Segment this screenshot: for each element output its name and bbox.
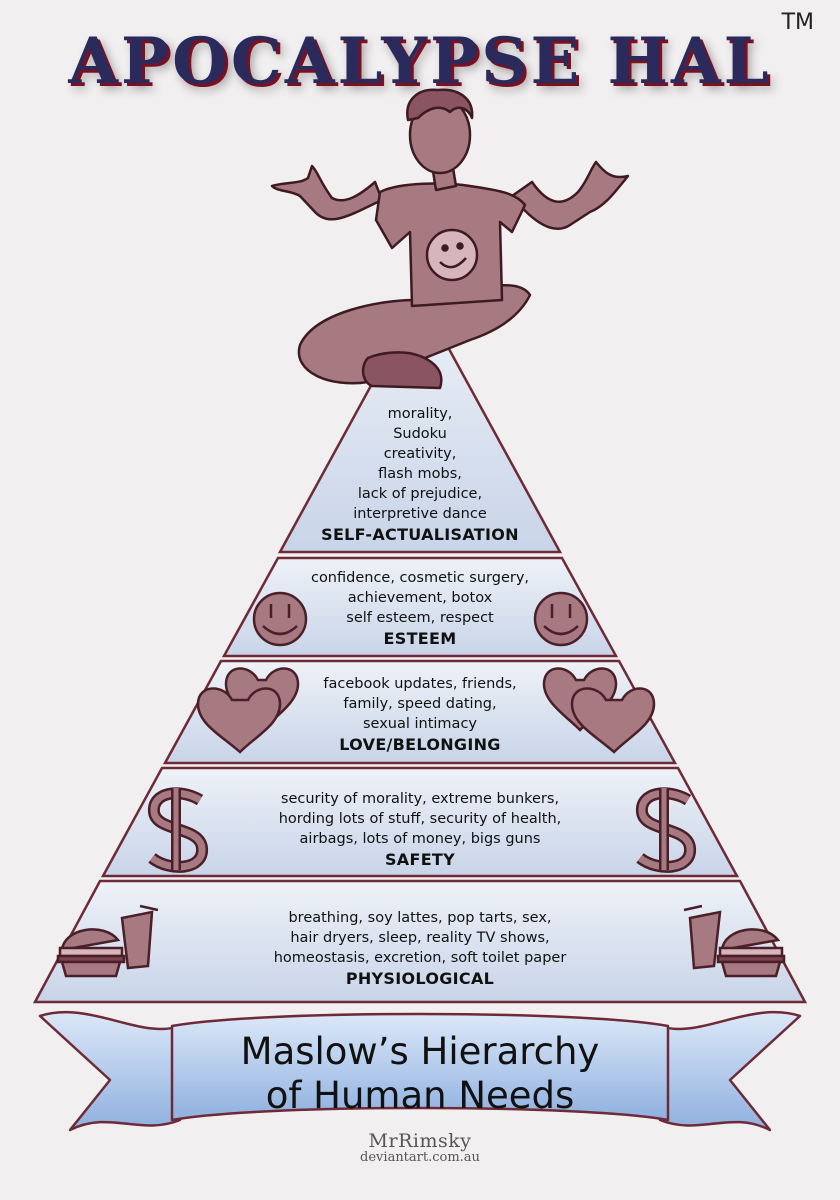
tier-line: morality, xyxy=(387,406,453,422)
artist-credit: MrRimsky deviantart.com.au xyxy=(330,1130,510,1165)
artist-name: MrRimsky xyxy=(368,1130,472,1152)
tier-line: confidence, cosmetic surgery, xyxy=(310,570,530,586)
tier-line: security of morality, extreme bunkers, xyxy=(280,791,560,807)
title-block: APOCALYPSE HAL TM xyxy=(20,10,820,108)
ribbon-left-tail xyxy=(38,1010,182,1132)
tier-line: airbags, lots of money, bigs guns xyxy=(299,831,541,847)
pyramid xyxy=(32,293,808,1004)
tier-label: SAFETY xyxy=(384,850,456,869)
ribbon-main xyxy=(170,1012,670,1122)
banner-line-1: Maslow’s Hierarchy xyxy=(240,1030,600,1073)
ribbon-right-tail xyxy=(658,1010,802,1132)
tier-line: flash mobs, xyxy=(378,466,462,482)
tier-line: breathing, soy lattes, pop tarts, sex, xyxy=(288,910,552,926)
tier-physiological: breathing, soy lattes, pop tarts, sex, h… xyxy=(220,908,620,989)
tier-line: family, speed dating, xyxy=(343,696,497,712)
hearts-icon xyxy=(196,667,656,754)
tier-label: LOVE/BELONGING xyxy=(339,735,501,754)
tier-self-actualisation-shape xyxy=(277,293,563,554)
tier-line: sexual intimacy xyxy=(362,716,477,732)
tier-line: hair dryers, sleep, reality TV shows, xyxy=(290,930,550,946)
shirt-smiley-icon xyxy=(425,228,479,282)
tier-line: self esteem, respect xyxy=(346,610,494,626)
tier-line: lack of prejudice, xyxy=(357,486,483,502)
tier-self-actualisation: morality, Sudoku creativity, flash mobs,… xyxy=(300,404,540,545)
dollar-sign-icon xyxy=(148,787,696,873)
artist-site: deviantart.com.au xyxy=(360,1150,480,1165)
tier-line: hording lots of stuff, security of healt… xyxy=(278,811,562,827)
tier-label: ESTEEM xyxy=(383,629,457,648)
tier-line: homeostasis, excretion, soft toilet pape… xyxy=(273,950,567,966)
tier-line: facebook updates, friends, xyxy=(323,676,517,692)
shoe xyxy=(361,351,443,390)
tier-line: interpretive dance xyxy=(353,506,487,522)
tier-love-belonging: facebook updates, friends, family, speed… xyxy=(270,674,570,755)
tier-esteem-shape xyxy=(221,556,619,658)
banner-line-2: of Human Needs xyxy=(265,1074,575,1117)
tier-line: achievement, botox xyxy=(347,590,493,606)
tier-esteem: confidence, cosmetic surgery, achievemen… xyxy=(270,568,570,649)
smiley-face-icon xyxy=(252,591,589,647)
page-title: APOCALYPSE HAL xyxy=(68,24,772,99)
tier-safety-shape xyxy=(100,766,740,878)
banner-ribbon xyxy=(38,1010,802,1132)
right-arm xyxy=(510,160,630,230)
banner-title: Maslow’s Hierarchy of Human Needs xyxy=(180,1030,660,1118)
hair xyxy=(406,88,474,122)
tier-label: PHYSIOLOGICAL xyxy=(345,969,495,988)
trademark-mark: TM xyxy=(781,10,814,35)
tier-line: Sudoku xyxy=(393,426,447,442)
tier-physiological-shape xyxy=(32,879,808,1004)
burger-drink-icon xyxy=(56,904,786,978)
tier-line: creativity, xyxy=(383,446,457,462)
tier-label: SELF-ACTUALISATION xyxy=(321,525,519,544)
left-arm xyxy=(270,164,384,221)
tier-safety: security of morality, extreme bunkers, h… xyxy=(220,789,620,870)
